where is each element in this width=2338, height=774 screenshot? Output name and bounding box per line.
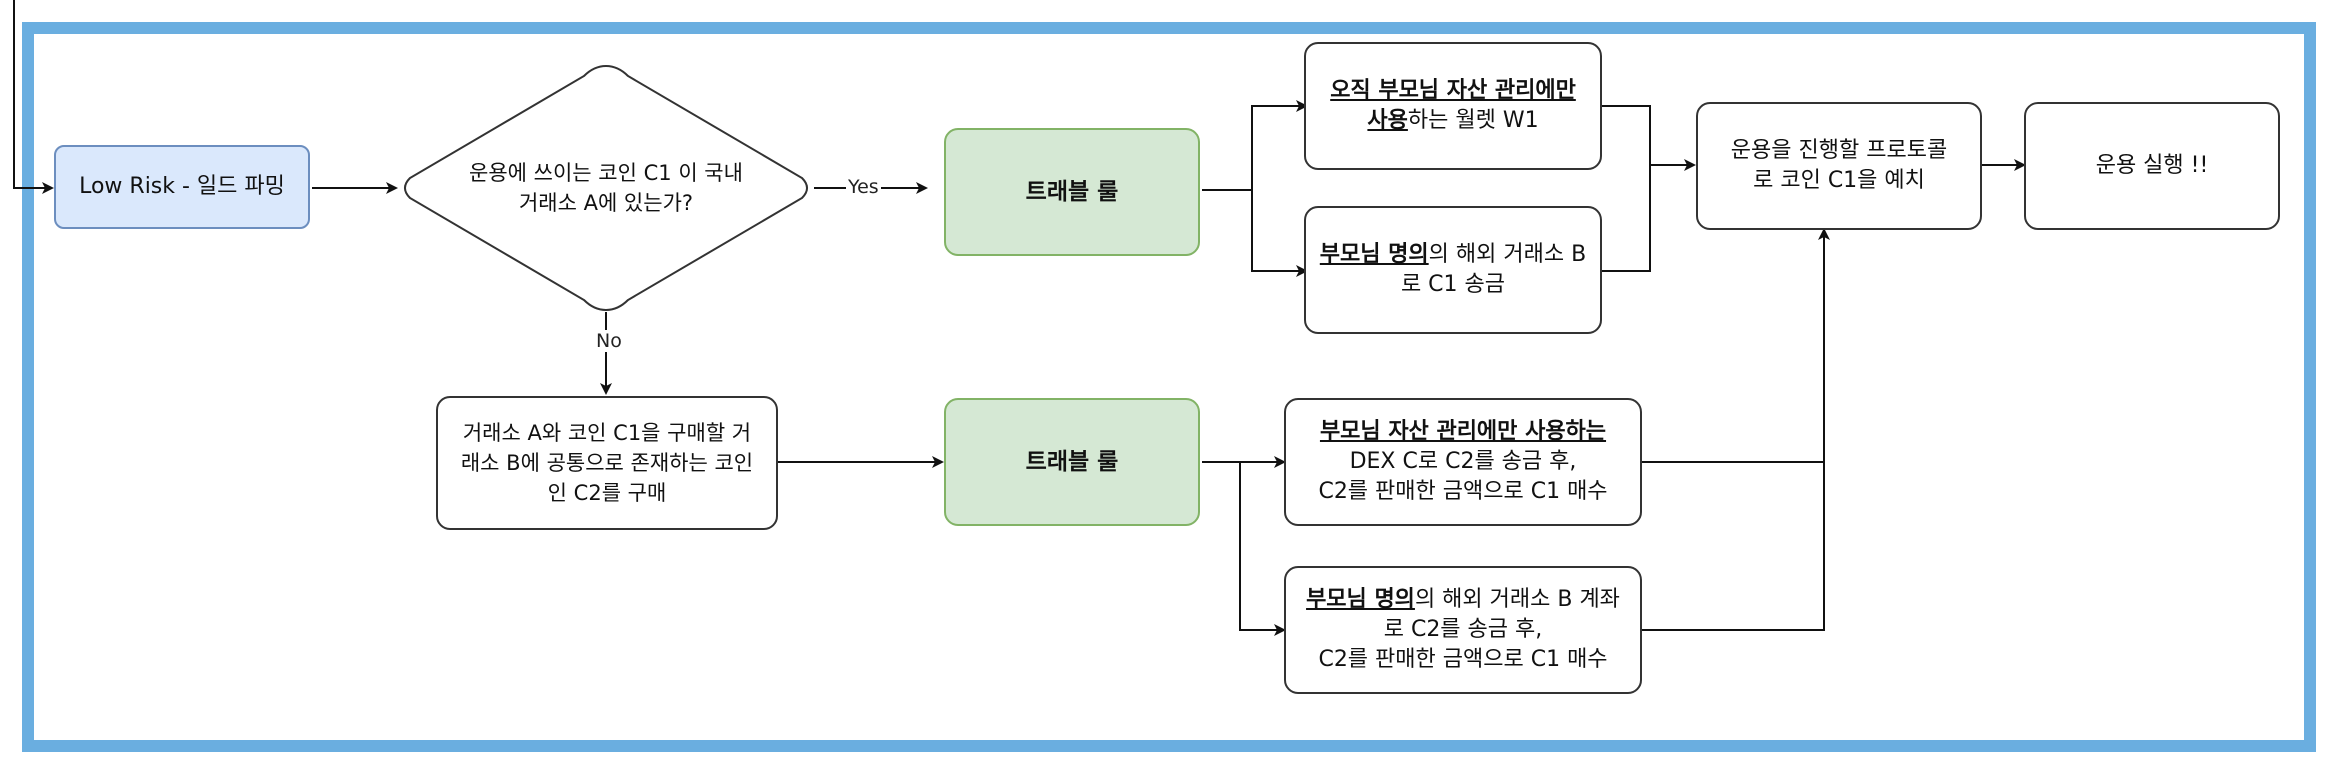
edge-tr-top-to-overseas bbox=[1251, 190, 1308, 277]
edge-label-no: No bbox=[594, 330, 624, 352]
edge-overseas-to-deposit bbox=[1602, 165, 1651, 272]
edge-overseas-bottom-to-deposit bbox=[1642, 462, 1825, 631]
overseas-bottom-rest: 의 해외 거래소 B 계좌 bbox=[1414, 587, 1620, 612]
execute-node[interactable]: 운용 실행 !! bbox=[2024, 102, 2280, 230]
wallet-line-2: 사용하는 월렛 W1 bbox=[1367, 106, 1538, 136]
travel-rule-top-label: 트래블 룰 bbox=[1025, 179, 1119, 205]
overseas-bottom-line-1: 부모님 명의의 해외 거래소 B 계좌 bbox=[1306, 585, 1620, 615]
overseas-top-bold: 부모님 명의 bbox=[1319, 242, 1429, 267]
wallet-bold-2: 사용 bbox=[1367, 108, 1408, 133]
overseas-exchange-bottom-node[interactable]: 부모님 명의의 해외 거래소 B 계좌 로 C2를 송금 후, C2를 판매한 … bbox=[1284, 566, 1642, 694]
start-node-label: Low Risk - 일드 파밍 bbox=[79, 174, 285, 199]
overseas-exchange-top-node[interactable]: 부모님 명의의 해외 거래소 B 로 C1 송금 bbox=[1304, 206, 1602, 334]
travel-rule-bottom-node[interactable]: 트래블 룰 bbox=[944, 398, 1200, 526]
edge-incoming bbox=[13, 0, 54, 194]
decision-diamond bbox=[404, 64, 808, 312]
travel-rule-bottom-label: 트래블 룰 bbox=[1025, 449, 1119, 475]
edge-tr-top-to-wallet bbox=[1251, 100, 1308, 190]
start-node[interactable]: Low Risk - 일드 파밍 bbox=[54, 145, 310, 229]
dex-node[interactable]: 부모님 자산 관리에만 사용하는 DEX C로 C2를 송금 후, C2를 판매… bbox=[1284, 398, 1642, 526]
overseas-bottom-line-3: C2를 판매한 금액으로 C1 매수 bbox=[1318, 647, 1608, 672]
buy-c2-line-3: 인 C2를 구매 bbox=[547, 481, 667, 505]
wallet-line-1: 오직 부모님 자산 관리에만 bbox=[1330, 76, 1576, 106]
edge-wallet-to-deposit bbox=[1602, 105, 1651, 165]
overseas-bottom-line-2: 로 C2를 송금 후, bbox=[1383, 617, 1543, 642]
edge-label-yes: Yes bbox=[846, 176, 881, 198]
execute-label: 운용 실행 !! bbox=[2095, 153, 2209, 178]
deposit-node[interactable]: 운용을 진행할 프로토콜 로 코인 C1을 예치 bbox=[1696, 102, 1982, 230]
overseas-top-line-1: 부모님 명의의 해외 거래소 B bbox=[1320, 240, 1586, 270]
buy-c2-line-2: 래소 B에 공통으로 존재하는 코인 bbox=[460, 451, 754, 475]
overseas-top-line-2: 로 C1 송금 bbox=[1400, 272, 1506, 297]
edge-tr-bottom-to-overseas bbox=[1239, 462, 1286, 636]
dex-line-1: 부모님 자산 관리에만 사용하는 bbox=[1320, 417, 1606, 447]
overseas-top-rest: 의 해외 거래소 B bbox=[1428, 242, 1587, 267]
dex-bold: 부모님 자산 관리에만 사용하는 bbox=[1319, 419, 1607, 444]
buy-c2-node[interactable]: 거래소 A와 코인 C1을 구매할 거 래소 B에 공통으로 존재하는 코인 인… bbox=[436, 396, 778, 530]
deposit-line-2: 로 코인 C1을 예치 bbox=[1753, 168, 1925, 193]
decision-line-1: 운용에 쓰이는 코인 C1 이 국내 bbox=[469, 161, 743, 185]
decision-node[interactable]: 운용에 쓰이는 코인 C1 이 국내 거래소 A에 있는가? bbox=[430, 140, 782, 236]
travel-rule-top-node[interactable]: 트래블 룰 bbox=[944, 128, 1200, 256]
wallet-bold-1: 오직 부모님 자산 관리에만 bbox=[1330, 78, 1576, 103]
deposit-line-1: 운용을 진행할 프로토콜 bbox=[1730, 138, 1948, 163]
buy-c2-line-1: 거래소 A와 코인 C1을 구매할 거 bbox=[462, 421, 752, 445]
decision-line-2: 거래소 A에 있는가? bbox=[518, 191, 694, 215]
edge-dex-to-deposit bbox=[1642, 228, 1830, 463]
overseas-bottom-bold: 부모님 명의 bbox=[1306, 587, 1415, 612]
dex-line-3: C2를 판매한 금액으로 C1 매수 bbox=[1318, 479, 1608, 504]
wallet-w1-node[interactable]: 오직 부모님 자산 관리에만 사용하는 월렛 W1 bbox=[1304, 42, 1602, 170]
dex-line-2: DEX C로 C2를 송금 후, bbox=[1349, 449, 1577, 474]
wallet-rest-2: 하는 월렛 W1 bbox=[1407, 108, 1539, 133]
